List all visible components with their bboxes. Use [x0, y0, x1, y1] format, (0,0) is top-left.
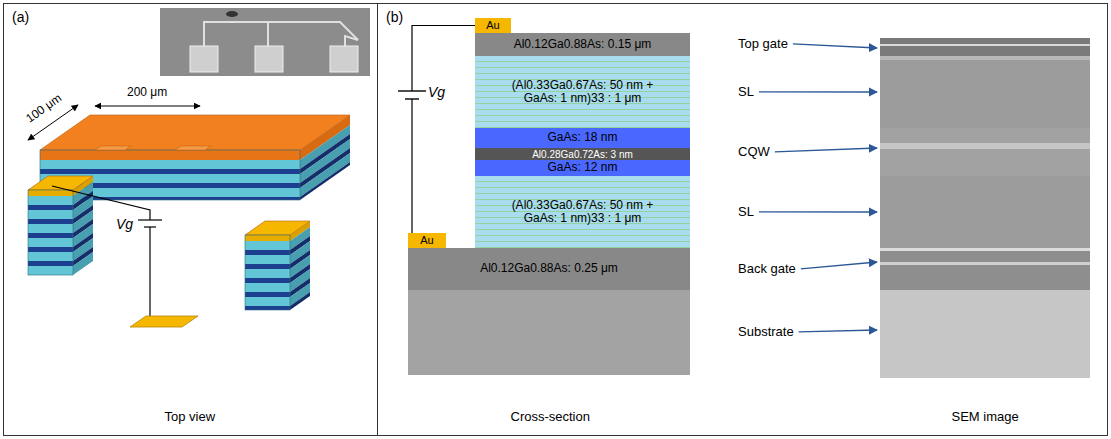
layer-label: Au: [486, 19, 499, 31]
layer-label: GaAs: 12 nm: [547, 161, 617, 174]
quantum-well-layer: GaAs: 18 nm: [475, 128, 690, 148]
top-gate-layer: Al0.12Ga0.88As: 0.15 μm: [475, 33, 690, 56]
panel-caption: Top view: [165, 410, 216, 425]
gate-wire: [412, 26, 475, 234]
leader-arrow: [799, 330, 877, 332]
leader-arrow: [801, 262, 877, 269]
sem-inset: [160, 8, 370, 76]
device-block: [245, 221, 310, 310]
panel-letter: (a): [12, 9, 29, 25]
dimension-label: 200 μm: [127, 86, 167, 100]
voltage-label: Vg: [428, 84, 445, 100]
device-3d: [28, 115, 350, 310]
layer-name: Top gate: [738, 37, 788, 52]
layer-name: Substrate: [738, 325, 794, 340]
panel-caption: SEM image: [952, 410, 1019, 425]
layer-label: (Al0.33Ga0.67As: 50 nm + GaAs: 1 nm)33 :…: [508, 199, 658, 225]
panel-frame: [378, 4, 1108, 436]
leader-arrow: [793, 44, 877, 48]
panel-frame: [4, 4, 378, 436]
battery-symbol: [398, 91, 426, 99]
ground-pad: [130, 316, 198, 327]
panel-letter: (b): [386, 9, 403, 25]
layer-name: SL: [738, 85, 754, 100]
leader-arrows: [759, 44, 877, 332]
superlattice-layer: (Al0.33Ga0.67As: 50 nm + GaAs: 1 nm)33 :…: [475, 56, 690, 128]
dimension-arrow: [95, 106, 200, 107]
leader-arrow: [775, 148, 877, 152]
layer-label: Al0.12Ga0.88As: 0.15 μm: [514, 38, 652, 51]
layer-label: Al0.28Ga0.72As: 3 nm: [532, 149, 633, 160]
layer-label: GaAs: 18 nm: [547, 131, 617, 144]
gold-contact: Au: [408, 233, 446, 248]
gate-wire: [52, 186, 162, 319]
layer-label: (Al0.33Ga0.67As: 50 nm + GaAs: 1 nm)33 :…: [508, 79, 658, 105]
quantum-well-layer: GaAs: 12 nm: [475, 160, 690, 176]
voltage-label: Vg: [116, 216, 133, 232]
leader-arrow: [759, 91, 877, 92]
back-gate-layer: Al0.12Ga0.88As: 0.25 μm: [408, 248, 690, 290]
leader-arrow: [759, 211, 877, 212]
substrate-layer: [408, 290, 690, 375]
sem-image: [880, 38, 1090, 378]
superlattice-layer: (Al0.33Ga0.67As: 50 nm + GaAs: 1 nm)33 :…: [475, 176, 690, 248]
layer-label: Au: [420, 234, 433, 246]
panel-caption: Cross-section: [511, 410, 590, 425]
layer-name: Back gate: [738, 262, 796, 277]
layer-name: CQW: [738, 145, 770, 160]
gold-contact: Au: [475, 18, 511, 33]
dimension-label: 100 μm: [24, 92, 65, 126]
layer-name: SL: [738, 205, 754, 220]
device-block: [28, 176, 93, 275]
layer-label: Al0.12Ga0.88As: 0.25 μm: [480, 262, 618, 275]
